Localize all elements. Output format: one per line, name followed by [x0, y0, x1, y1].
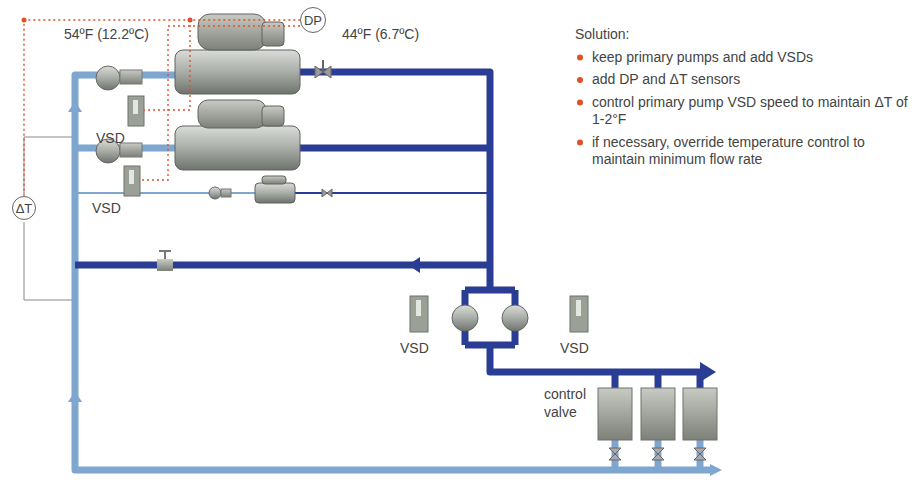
diagram-label: VSD: [560, 340, 589, 358]
bullet-dot: [577, 77, 583, 83]
isolation-valve: [315, 60, 332, 197]
signal-junction: [22, 18, 193, 23]
bypass-valve: [157, 251, 173, 271]
diagram-label: VSD: [92, 200, 121, 218]
signal-connector: [24, 20, 300, 196]
bullet-text: if necessary, override temperature contr…: [592, 134, 910, 169]
diagram-label: 44ºF (6.7ºC): [342, 26, 419, 44]
bullet-text: keep primary pumps and add VSDs: [592, 49, 910, 67]
secondary-pump: [452, 305, 528, 331]
bullet-text: control primary pump VSD speed to mainta…: [592, 94, 910, 129]
sensor-label: ΔT: [16, 201, 33, 216]
vsd-drive: [124, 96, 588, 332]
sensor-circle: DP: [300, 7, 326, 33]
bullet-dot: [577, 55, 583, 61]
cooling-coil: [598, 388, 717, 440]
control-signal: [140, 20, 300, 180]
diagram-label: 54ºF (12.2ºC): [64, 26, 149, 44]
diagram-label: control valve: [544, 386, 604, 421]
sensor-label: DP: [304, 13, 322, 28]
bullet-dots: [577, 55, 583, 146]
diagram-label: VSD: [400, 340, 429, 358]
bullet-text: add DP and ΔT sensors: [592, 71, 910, 89]
bullet-dot: [577, 100, 583, 106]
control-valve: [609, 448, 706, 460]
vsd-display: [129, 100, 581, 316]
bullet-dot: [577, 140, 583, 146]
chiller: [175, 14, 300, 203]
diagram-label: VSD: [96, 130, 125, 148]
sensor-wire: [24, 137, 72, 300]
panel-heading: Solution:: [575, 26, 905, 44]
sensor-circle: ΔT: [12, 196, 37, 221]
